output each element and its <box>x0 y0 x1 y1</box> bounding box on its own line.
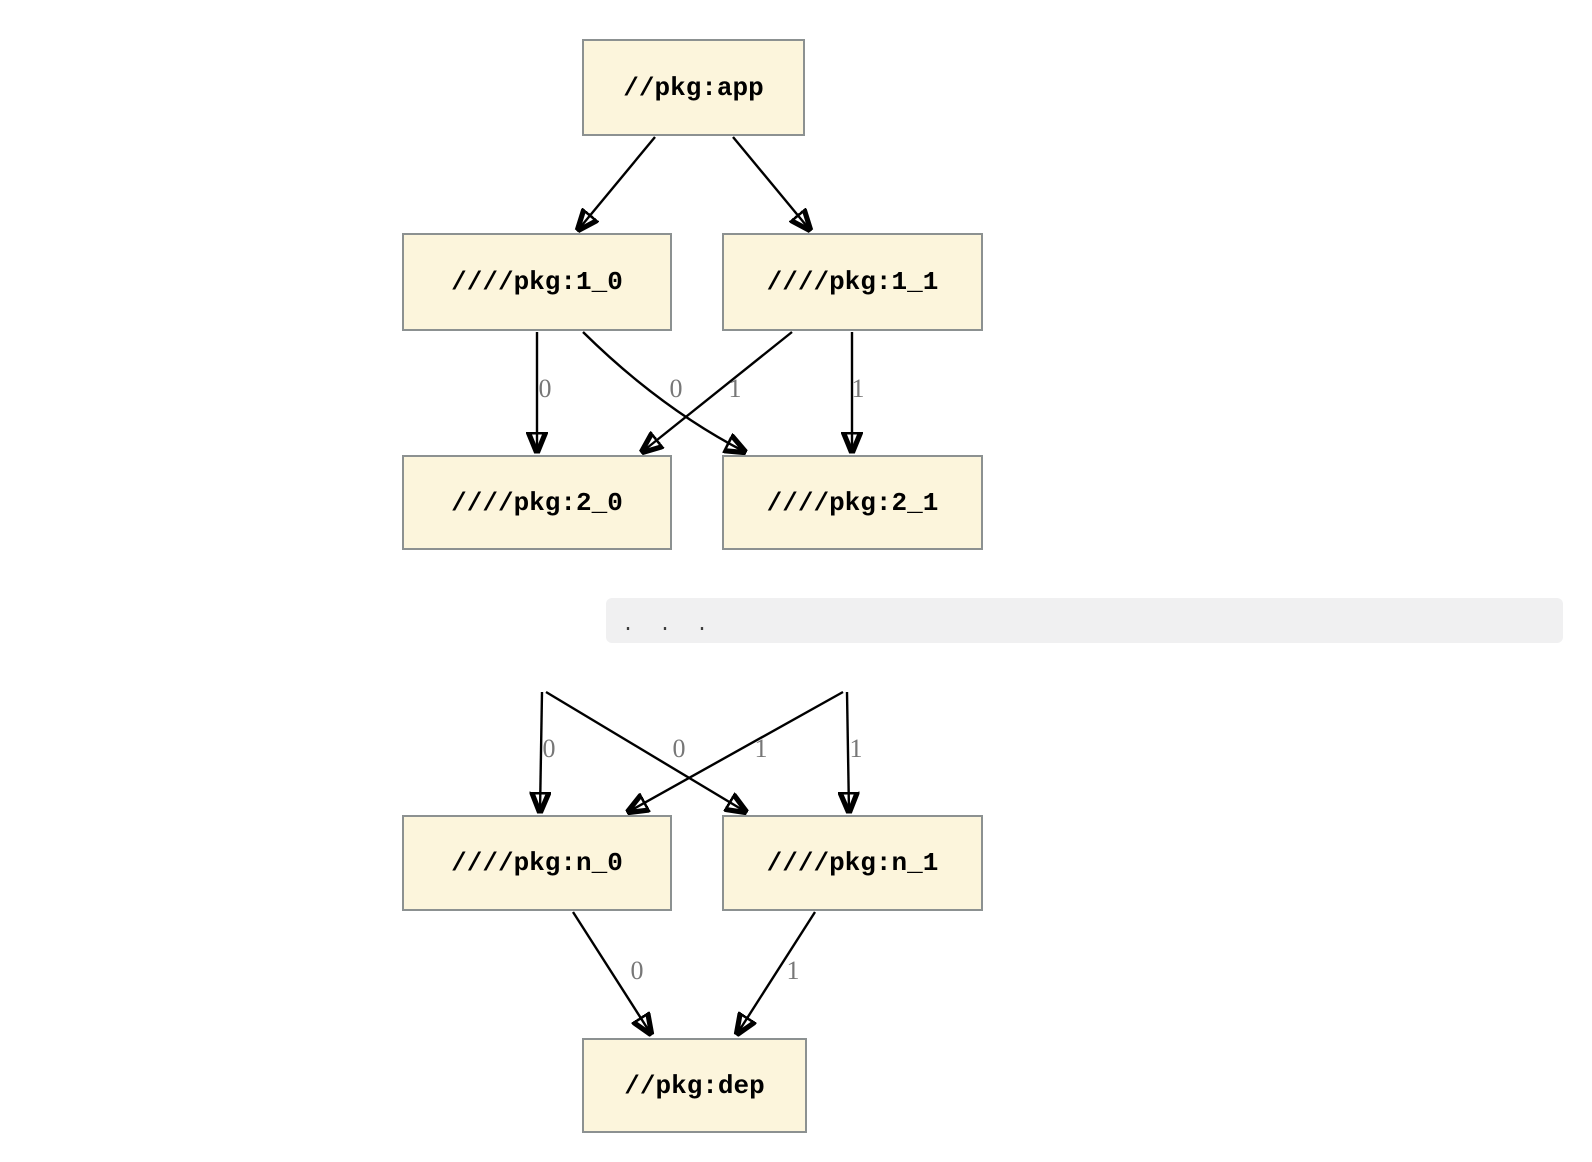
node-pkg-1_0-label: ////pkg:1_0 <box>451 267 623 297</box>
node-pkg-2_0: ////pkg:2_0 <box>402 455 672 550</box>
node-pkg-2_0-label: ////pkg:2_0 <box>451 487 623 518</box>
edge-1_0-to-2_1 <box>582 331 745 452</box>
node-pkg-dep-label: //pkg:dep <box>624 1070 765 1101</box>
edge-dots-to-n_1-cross <box>545 690 746 812</box>
edge-dots-to-n_0-vertical <box>540 691 542 812</box>
edge-label-1_0-2_0: 0 <box>538 374 552 403</box>
node-pkg-n_1-label: ////pkg:n_1 <box>766 848 939 878</box>
edge-label-dots-n_0-cross: 0 <box>672 734 686 763</box>
node-pkg-app: //pkg:app <box>582 39 805 136</box>
node-pkg-app-label: //pkg:app <box>623 72 764 103</box>
node-pkg-n_1: ////pkg:n_1 <box>722 815 983 911</box>
edge-1_1-to-2_0 <box>642 331 793 452</box>
edge-dots-to-n_0-cross <box>628 690 844 812</box>
ellipsis-text: . . . <box>622 614 715 637</box>
edge-label-1_1-2_1: 1 <box>851 374 865 403</box>
node-pkg-2_1: ////pkg:2_1 <box>722 455 983 550</box>
edge-app-to-1_0 <box>578 136 656 230</box>
edge-n_0-to-dep <box>571 911 651 1034</box>
node-pkg-1_0: ////pkg:1_0 <box>402 233 672 331</box>
node-pkg-1_1-label: ////pkg:1_1 <box>766 267 939 297</box>
edge-label-dots-n_0-vertical: 0 <box>542 734 556 763</box>
ellipsis-code-block: . . . <box>606 598 1563 643</box>
edge-label-dots-n_1-vertical: 1 <box>849 734 863 763</box>
edge-label-1_0-2_1: 1 <box>728 374 742 403</box>
edge-dots-to-n_1-vertical <box>847 691 849 812</box>
edge-label-dots-n_1-cross: 1 <box>754 734 768 763</box>
edge-app-to-1_1 <box>732 136 810 230</box>
edge-label-n_0-dep: 0 <box>630 956 644 985</box>
node-pkg-dep: //pkg:dep <box>582 1038 807 1133</box>
node-pkg-2_1-label: ////pkg:2_1 <box>766 487 939 518</box>
node-pkg-n_0-label: ////pkg:n_0 <box>451 848 623 878</box>
edge-n_1-to-dep <box>737 911 817 1034</box>
edge-label-n_1-dep: 1 <box>786 956 800 985</box>
node-pkg-n_0: ////pkg:n_0 <box>402 815 672 911</box>
node-pkg-1_1: ////pkg:1_1 <box>722 233 983 331</box>
edge-label-1_1-2_0: 0 <box>669 374 683 403</box>
